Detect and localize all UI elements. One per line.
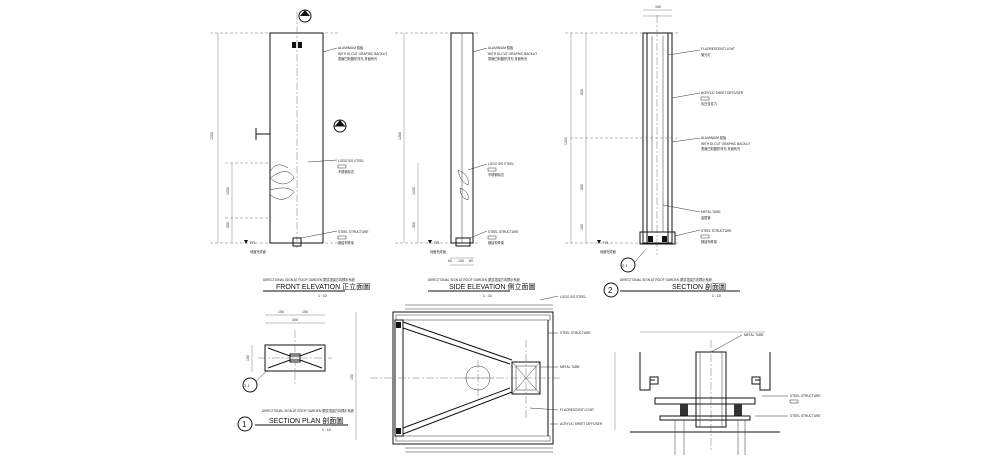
section-heading: DIRECTIONAL SIGN AT ROOF GARDEN 屋頂花園方向標示… [620,277,713,282]
svg-text:100: 100 [580,224,584,230]
svg-text:F.FL: F.FL [250,241,256,245]
section-note-metal-tube-cn: 金属管 [701,215,711,220]
detail-2-1-note-steel: STEEL STRUCTURE [790,394,821,398]
section-dim-top: 150 [655,5,661,9]
plan-dim-w1: 150 [278,310,284,314]
section-note-steel: STEEL STRUCTURE [701,229,732,233]
section-note-metal-tube: METAL TUBE [701,210,721,214]
side-scale: 1 : 10 [483,294,492,298]
side-title: SIDE ELEVATION 側立面圖 [449,282,535,291]
callout-2-1-bubble [620,257,636,273]
side-logo-icon [457,169,469,186]
plan-dim-h: 150 [246,355,250,361]
section-note-aluminium: ALUMINIUM 鋁板 [701,135,727,140]
side-note-steel-cn: 钢结构骨架 [488,240,505,245]
plan-callout: 1.1 [244,383,250,388]
plan-heading: DIRECTIONAL SIGN AT ROOF GARDEN 屋頂花園方向標示… [262,408,355,413]
front-note-cutout-cn: 表面凹刻圖形背光,背面有光 [338,56,378,61]
plan-number: 1 [242,420,247,429]
side-note-logo-cn: 不锈钢标志 [488,172,505,177]
svg-text:300: 300 [412,222,416,228]
section-elevation: 150 1200 600 550 100 F.FL 地面完成面 FLUORESC… [564,5,750,298]
plan-dim-w2: 150 [302,310,308,314]
section-base [639,231,676,245]
front-dim-mid: 1000 [226,187,230,195]
section-note-acrylic-cn: 乳白亚克力 [701,101,717,106]
front-scale: 1 : 10 [318,294,327,298]
front-heading: DIRECTIONAL SIGN AT ROOF GARDEN 屋頂花園方向標示… [263,277,356,282]
side-ground-note: 地面完成面 [430,249,446,254]
svg-text:1200: 1200 [398,132,402,140]
section-plan: 150 150 300 150 1.1 DIRECTIONAL SIGN AT … [237,310,355,432]
detail-1-1-note-acrylic: ACRYLIC SHEET DIFFUSER [560,422,603,426]
side-note-steel: STEEL STRUCTURE [488,230,519,234]
front-note-cutout: WITH DI-CUT GRAPHIC BACKLIT [338,52,387,56]
detail-2-1-note-metal-tube: METAL TUBE [744,333,764,337]
side-note-cutout: WITH DI-CUT GRAPHIC BACKLIT [488,52,537,56]
detail-1-1-note-steel: STEEL STRUCTURE [560,331,591,335]
side-note-logo: LOGO S/S STEEL [488,162,514,166]
detail-2-1-base-plate [654,397,756,405]
front-note-steel: STEEL STRUCTURE [338,230,369,234]
detail-2-1-left-wall [639,352,655,391]
detail-1-1: 150 LOGO S/S STEEL STEEL STRUCTURE [350,295,603,453]
section-title: SECTION 剖面圖 [672,282,726,291]
detail-1-1-note-fluorescent: FLUORESCENT LIGHT [560,408,594,412]
callout-1-1-bubble [242,377,258,393]
svg-text:300: 300 [292,318,298,322]
front-ground-note: 地面完成面 [250,249,266,254]
svg-text:1000: 1000 [412,187,416,195]
section-note-fluorescent: FLUORESCENT LIGHT [701,47,735,51]
toilet-pictogram-icon [292,42,296,48]
section-note-steel-cn: 钢结构骨架 [701,239,718,244]
detail-1-1-note-logo: LOGO S/S STEEL [560,295,586,299]
section-number: 2 [608,286,613,295]
front-note-logo: LOGO S/S STEEL [338,159,364,163]
front-logo-flower-icon [269,164,295,200]
front-elevation: 1200 1000 300 F.FL 地面完成面 ALUMINIUM 鋁板 [210,9,387,298]
plan-scale: 1 : 10 [322,428,331,432]
section-scale: 1 : 10 [712,294,721,298]
front-title: FRONT ELEVATION 正立面圖 [276,282,370,291]
side-dim-a: 60 [448,259,452,263]
section-dim-height: 1200 [564,137,568,145]
detail-2-1-right-wall [755,352,771,391]
side-heading: DIRECTIONAL SIGN AT ROOF GARDEN 屋頂花園方向標示… [428,277,521,282]
section-note-acrylic: ACRYLIC SHEET DIFFUSER [701,91,744,95]
detail-2-1-note-steel2: STEEL STRUCTURE [790,414,821,418]
detail-1-1-dim-h: 150 [350,374,354,380]
side-elevation: 1000 300 1200 F.FL 地面完成面 60 100 60 ALUMI… [395,32,537,298]
front-base-plate [292,237,302,247]
section-note-cutout: WITH DI-CUT GRAPHIC BACKLIT [701,142,750,146]
side-dim-c: 60 [469,259,473,263]
front-note-logo-cn: 不锈钢标志 [338,169,355,174]
section-ground-note: 地面完成面 [600,249,616,254]
detail-1-1-note-metal-tube: METAL TUBE [560,365,580,369]
front-note-aluminium: ALUMINIUM 鋁板 [338,45,364,50]
front-dim-height: 1200 [210,132,214,140]
svg-text:550: 550 [580,184,584,190]
side-note-cutout-cn: 表面凹刻圖形背光,背面有光 [488,56,528,61]
front-sign-body [269,32,324,244]
front-dim-low: 300 [226,222,230,228]
svg-text:F.FL: F.FL [434,241,440,245]
side-dim-b: 100 [458,259,464,263]
svg-text:F.FL: F.FL [603,241,609,245]
plan-number-bubble [237,416,253,432]
section-note-fluorescent-cn: 螢光灯 [701,52,711,57]
plan-title: SECTION PLAN 剖面圖 [269,416,343,425]
section-note-cutout-cn: 表面凹刻圖形背光,背面有光 [701,146,741,151]
front-note-steel-cn: 钢结构骨架 [338,240,355,245]
section-number-bubble [603,282,619,298]
side-note-aluminium: ALUMINIUM 鋁板 [488,45,514,50]
detail-2-1: METAL TUBE STEEL STRUCTURE STEEL STRUCTU… [614,331,821,455]
section-callout: 2.1 [622,263,628,268]
svg-text:600: 600 [580,89,584,95]
